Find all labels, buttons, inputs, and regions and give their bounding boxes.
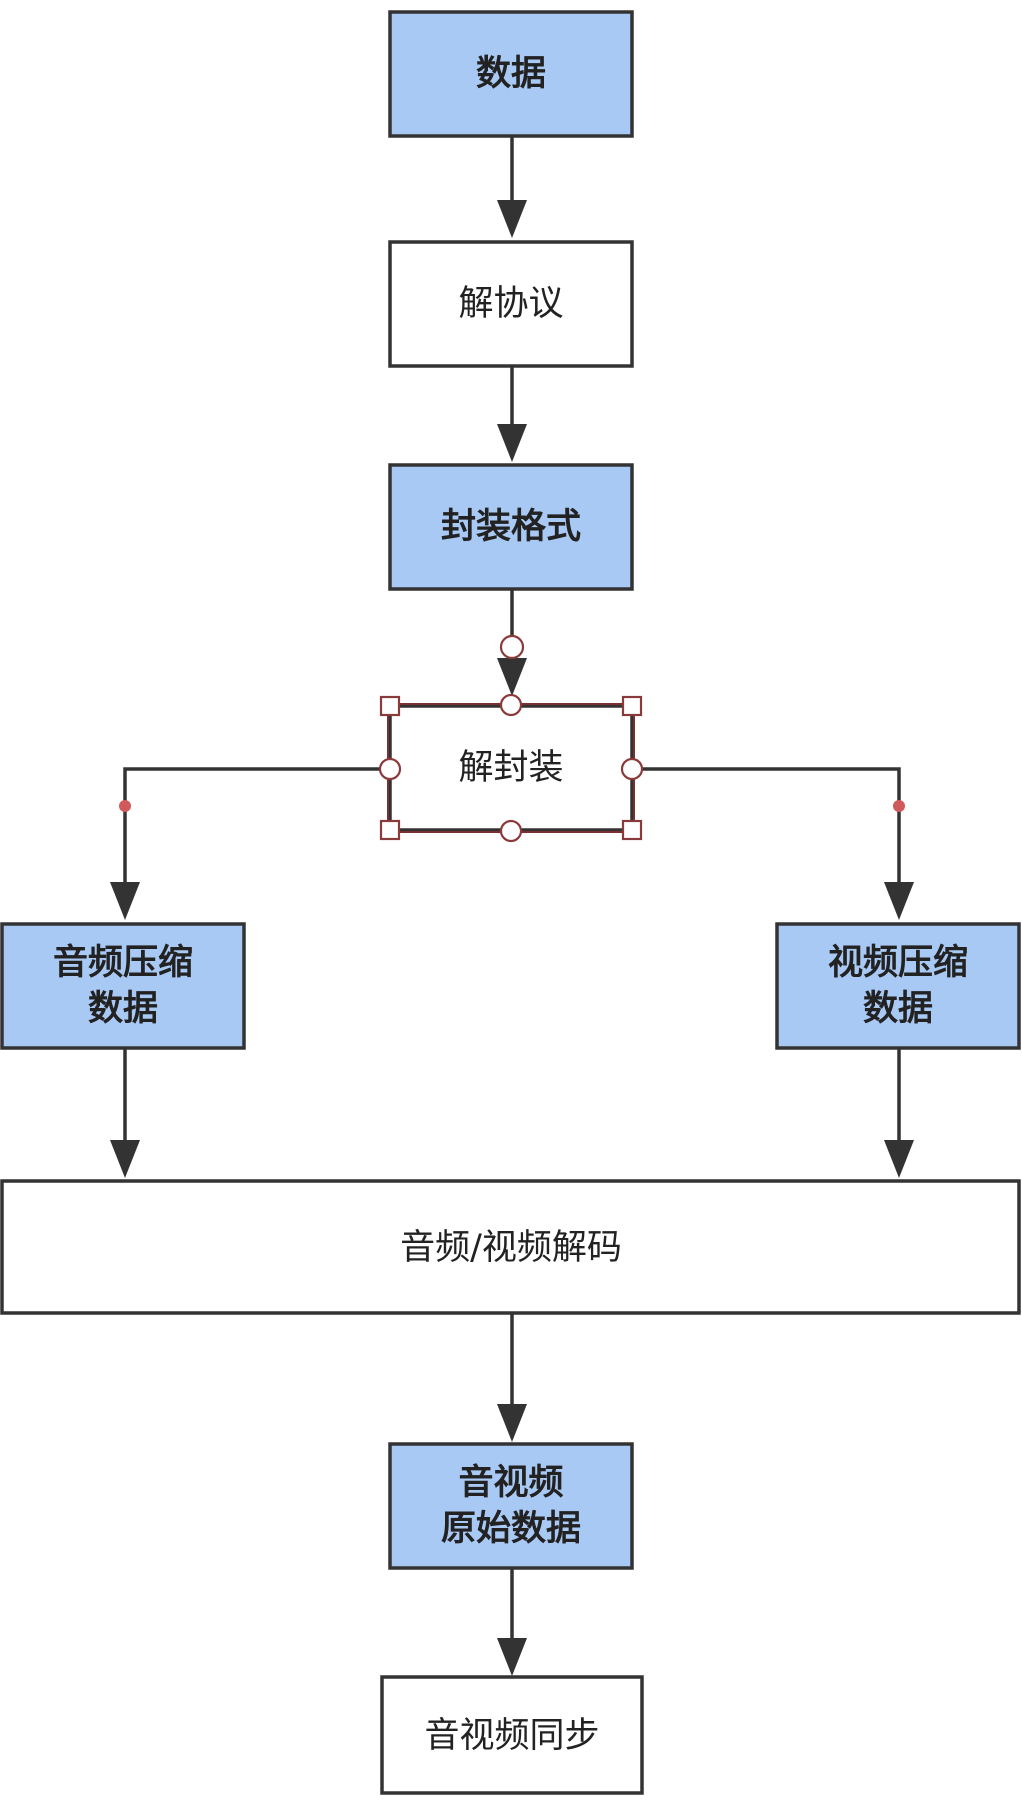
node-deprotocol[interactable]: 解协议 (388, 240, 634, 368)
node-raw[interactable]: 音视频 原始数据 (388, 1442, 634, 1570)
node-video-compressed-line2: 数据 (863, 989, 933, 1029)
node-sync-label: 音视频同步 (424, 1716, 599, 1756)
edge-waypoint-right[interactable] (893, 800, 905, 812)
node-audio-compressed-line2: 数据 (88, 989, 158, 1029)
node-sync[interactable]: 音视频同步 (380, 1675, 644, 1795)
arrowhead-audio (110, 882, 140, 920)
edge-demux-to-audio[interactable] (123, 767, 390, 890)
arrowhead-raw (497, 1404, 527, 1442)
node-video-compressed-line1: 视频压缩 (828, 943, 968, 983)
node-data[interactable]: 数据 (388, 10, 634, 138)
node-demux-label: 解封装 (458, 748, 563, 788)
node-deprotocol-label: 解协议 (458, 284, 563, 324)
arrowhead-decode-right (884, 1140, 914, 1178)
connection-handle-top[interactable] (499, 693, 523, 717)
connection-handle-left[interactable] (378, 757, 402, 781)
selection-handles (119, 634, 905, 843)
connection-handle-incoming[interactable] (499, 634, 525, 660)
arrowhead-deprotocol (497, 200, 527, 238)
connection-handle-bottom[interactable] (499, 819, 523, 843)
resize-handle-top-left[interactable] (379, 695, 401, 717)
resize-handle-bottom-right[interactable] (621, 819, 643, 841)
arrowhead-decode-left (110, 1140, 140, 1178)
node-decode-label: 音频/视频解码 (400, 1228, 622, 1268)
node-video-compressed[interactable]: 视频压缩 数据 (775, 922, 1021, 1050)
arrowhead-demux (497, 658, 527, 696)
node-raw-line1: 音视频 (458, 1462, 563, 1503)
node-audio-compressed-line1: 音频压缩 (53, 942, 193, 983)
node-audio-compressed[interactable]: 音频压缩 数据 (0, 922, 246, 1050)
arrowhead-container (497, 424, 527, 462)
edge-demux-to-video[interactable] (632, 767, 901, 890)
node-demux[interactable]: 解封装 (388, 704, 634, 832)
node-raw-line2: 原始数据 (441, 1509, 581, 1549)
edges (110, 137, 914, 1676)
node-data-label: 数据 (476, 54, 546, 94)
node-container[interactable]: 封装格式 (388, 463, 634, 591)
node-container-label: 封装格式 (441, 507, 581, 547)
edge-waypoint-left[interactable] (119, 800, 131, 812)
arrowhead-sync (497, 1638, 527, 1676)
resize-handle-top-right[interactable] (621, 695, 643, 717)
arrowhead-video (884, 882, 914, 920)
connection-handle-right[interactable] (620, 757, 644, 781)
node-decode[interactable]: 音频/视频解码 (0, 1179, 1021, 1315)
resize-handle-bottom-left[interactable] (379, 819, 401, 841)
